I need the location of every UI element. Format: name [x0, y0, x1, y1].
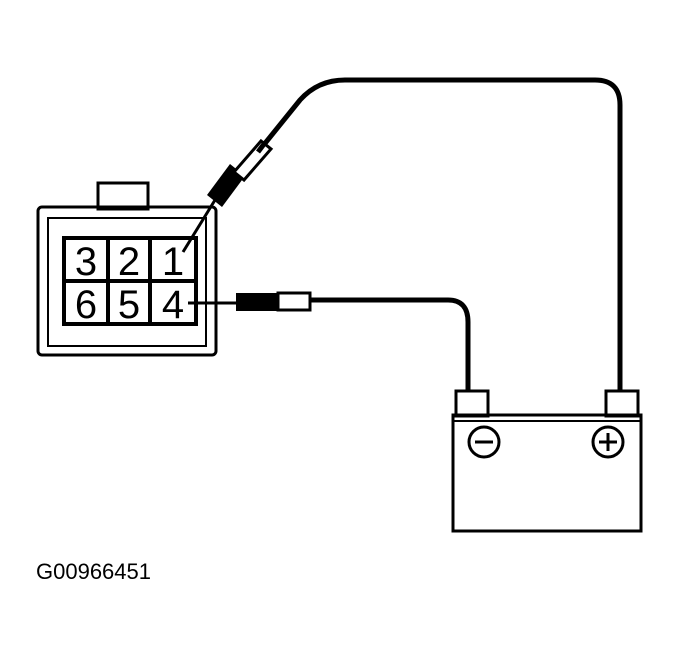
negative-jumper-wire	[188, 297, 471, 392]
pin-label-5: 5	[118, 283, 140, 327]
connector: 3 2 1 6 5 4	[36, 181, 218, 357]
pin-label-4: 4	[162, 283, 184, 327]
positive-jumper-wire	[181, 77, 623, 392]
negative-symbol-icon	[467, 425, 501, 459]
negative-probe	[236, 291, 312, 312]
connector-recess	[47, 217, 207, 347]
pin-label-3: 3	[75, 240, 97, 284]
battery-case	[451, 413, 643, 533]
positive-probe	[207, 138, 274, 207]
pin-label-6: 6	[75, 283, 97, 327]
figure-code: G00966451	[36, 559, 151, 584]
pin-label-2: 2	[118, 240, 140, 284]
battery-positive-terminal	[604, 389, 640, 418]
connector-tab	[96, 181, 150, 211]
battery	[451, 389, 643, 533]
pin-label-1: 1	[162, 240, 184, 284]
battery-negative-terminal	[454, 389, 490, 418]
connector-housing	[36, 205, 218, 357]
positive-symbol-icon	[591, 425, 625, 459]
